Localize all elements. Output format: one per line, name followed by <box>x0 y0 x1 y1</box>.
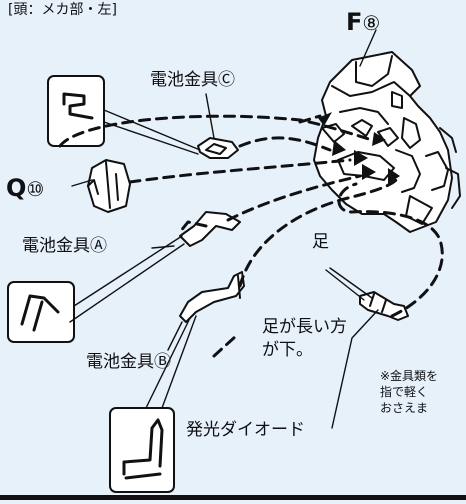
part-f-label: F⑧ <box>346 10 380 34</box>
battery-contact-b-label: 電池金具Ⓑ <box>86 352 171 372</box>
battery-contact-b <box>179 271 245 323</box>
part-q <box>87 159 131 213</box>
insertion-paths <box>58 114 444 358</box>
detail-box-c <box>47 75 105 147</box>
detail-box-b <box>109 407 175 493</box>
section-header: [頭：メカ部・左] <box>8 2 117 18</box>
leg-label: 足 <box>312 232 329 252</box>
part-q-number: ⑩ <box>26 177 45 201</box>
part-q-label: Q⑩ <box>6 176 44 200</box>
metal-parts-note: ※金具類を 指で軽く おさえま <box>380 369 439 416</box>
battery-contact-c-label: 電池金具Ⓒ <box>150 70 235 90</box>
led-component <box>359 291 409 321</box>
battery-contact-a <box>179 211 241 247</box>
part-f-letter: F <box>346 8 363 36</box>
long-leg-note: 足が長い方 が下。 <box>262 317 347 360</box>
leader-lines <box>69 29 379 429</box>
led-label: 発光ダイオード <box>186 420 305 440</box>
detail-box-a <box>7 281 75 343</box>
part-q-letter: Q <box>6 174 27 202</box>
arrow-heads <box>318 112 400 184</box>
part-f-number: ⑧ <box>362 11 381 35</box>
battery-contact-c <box>197 137 239 159</box>
bottom-rule <box>0 495 466 500</box>
battery-contact-a-label: 電池金具Ⓐ <box>22 236 107 256</box>
